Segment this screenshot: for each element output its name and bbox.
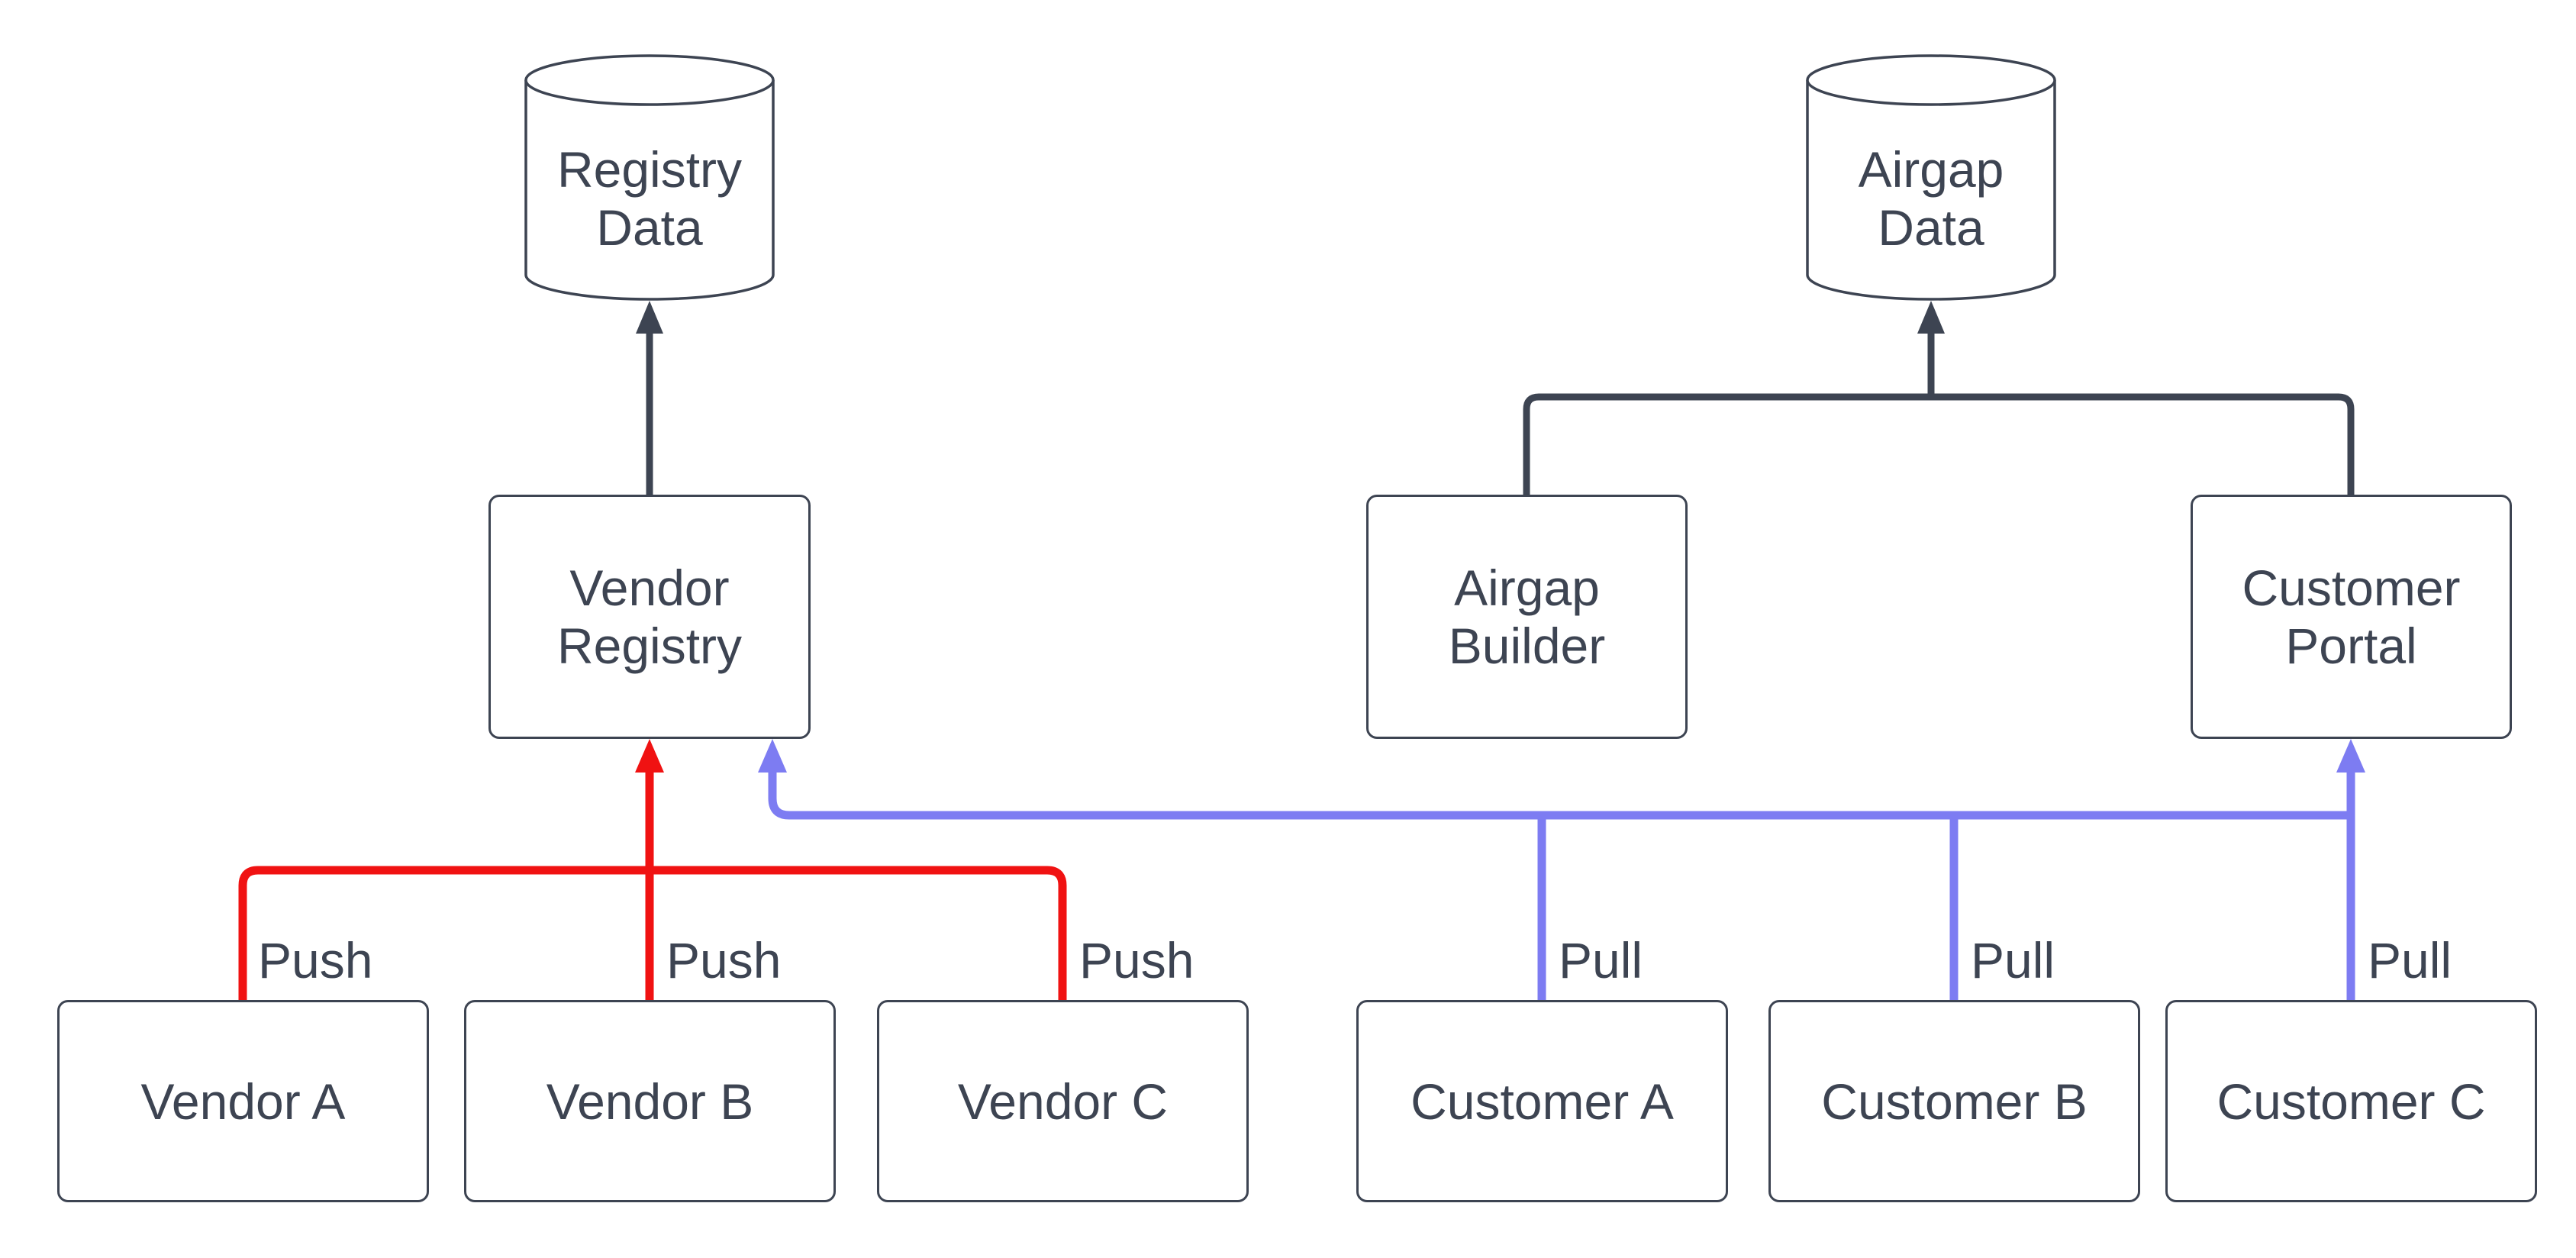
node-vendor-registry: Vendor Registry [488,495,811,739]
push-label-vendor-b: Push [666,932,782,989]
pull-label-customer-c: Pull [2368,932,2452,989]
vendor-registry-line1: Vendor [569,560,730,616]
arrowhead-pull-vendor-registry [758,739,787,773]
airgap-data-cylinder-top [1806,54,2056,106]
registry-data-cylinder-top [524,54,775,106]
arrowhead-airgap-data [1917,301,1945,334]
node-airgap-builder: Airgap Builder [1366,495,1688,739]
customer-portal-line1: Customer [2242,560,2461,616]
arrowhead-push-vendor-registry [635,739,664,773]
node-vendor-a: Vendor A [57,1000,429,1202]
vendor-a-label: Vendor A [140,1073,346,1130]
customer-c-label: Customer C [2217,1073,2486,1130]
arrowhead-pull-customer-portal [2336,739,2365,773]
registry-data-line1: Registry [556,141,743,198]
airgap-data-cylinder [1806,54,2056,301]
node-customer-portal: Customer Portal [2191,495,2512,739]
node-customer-b: Customer B [1768,1000,2140,1202]
push-label-vendor-c: Push [1079,932,1195,989]
registry-data-cylinder [524,54,775,301]
pull-label-customer-b: Pull [1971,932,2055,989]
airgap-data-line2: Data [1878,199,1984,256]
airgap-builder-line2: Builder [1448,618,1606,674]
edge-airgap-builder-customer-portal-junction [1523,393,2355,495]
node-customer-a: Customer A [1356,1000,1728,1202]
push-label-vendor-a: Push [258,932,373,989]
airgap-data-cylinder-body [1806,80,2056,301]
registry-data-cylinder-body [524,80,775,301]
vendor-registry-line2: Registry [556,618,743,674]
customer-portal-line2: Portal [2285,618,2417,674]
customer-b-label: Customer B [1821,1073,2088,1130]
airgap-builder-line1: Airgap [1454,560,1600,616]
node-customer-c: Customer C [2165,1000,2537,1202]
airgap-data-line1: Airgap [1858,141,2004,198]
node-airgap-data-label: Airgap Data [1807,130,2055,267]
node-registry-data-label: Registry Data [526,130,773,267]
arrowhead-registry-data [636,301,663,334]
pull-label-customer-a: Pull [1559,932,1643,989]
node-vendor-b: Vendor B [464,1000,836,1202]
registry-data-line2: Data [596,199,703,256]
customer-a-label: Customer A [1411,1073,1674,1130]
vendor-c-label: Vendor C [957,1073,1169,1130]
vendor-b-label: Vendor B [546,1073,754,1130]
node-vendor-c: Vendor C [877,1000,1249,1202]
pull-trunk-to-vendor-registry [768,771,2351,820]
